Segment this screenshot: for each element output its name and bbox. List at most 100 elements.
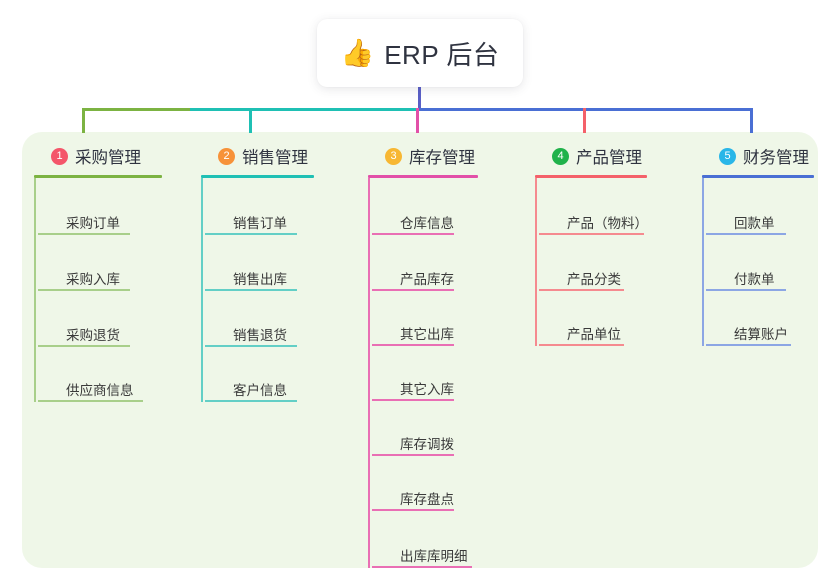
list-item-label: 库存盘点 <box>400 492 454 508</box>
connector-drop-2 <box>249 108 252 133</box>
list-item[interactable]: 供应商信息 <box>36 347 194 402</box>
list-item-rule <box>38 345 130 347</box>
branch-title-5: 财务管理 <box>743 149 809 167</box>
branch-spine-2 <box>201 178 203 402</box>
branch-title-4: 产品管理 <box>576 149 642 167</box>
branch-header-rule-4 <box>535 175 647 178</box>
list-item[interactable]: 库存调拨 <box>370 401 528 456</box>
branch-column-3: 3 库存管理 仓库信息 产品库存 其它出库 其它入库 库存调拨 库存盘点 <box>368 143 528 568</box>
list-item[interactable]: 产品分类 <box>537 235 695 291</box>
list-item[interactable]: 其它入库 <box>370 346 528 401</box>
branch-header-5[interactable]: 5 财务管理 <box>702 143 839 169</box>
list-item[interactable]: 产品（物料） <box>537 178 695 235</box>
branch-header-4[interactable]: 4 产品管理 <box>535 143 695 169</box>
connector-trunk-vertical <box>418 87 421 109</box>
list-item-rule <box>706 289 786 291</box>
diagram-background-panel <box>22 132 818 568</box>
list-item-label: 结算账户 <box>734 327 788 343</box>
branch-items-1: 采购订单 采购入库 采购退货 供应商信息 <box>34 178 194 402</box>
branch-column-5: 5 财务管理 回款单 付款单 结算账户 <box>702 143 839 346</box>
list-item[interactable]: 其它出库 <box>370 291 528 346</box>
branch-badge-1: 1 <box>51 147 68 165</box>
list-item-rule <box>372 454 454 456</box>
branch-column-1: 1 采购管理 采购订单 采购入库 采购退货 供应商信息 <box>34 143 194 402</box>
list-item[interactable]: 回款单 <box>704 178 839 235</box>
list-item-label: 其它入库 <box>400 382 454 398</box>
list-item-rule <box>205 233 297 235</box>
list-item-label: 付款单 <box>734 272 775 288</box>
branch-header-rule-3 <box>368 175 478 178</box>
branch-spine-5 <box>702 178 704 346</box>
list-item-rule <box>38 289 130 291</box>
list-item-label: 产品（物料） <box>567 216 648 232</box>
list-item-label: 销售出库 <box>233 272 287 288</box>
thumbs-up-icon: 👍 <box>340 37 375 69</box>
branch-header-3[interactable]: 3 库存管理 <box>368 143 528 169</box>
list-item-rule <box>38 400 143 402</box>
list-item[interactable]: 销售出库 <box>203 235 361 291</box>
list-item-rule <box>539 344 624 346</box>
root-node-title: ERP 后台 <box>384 39 500 70</box>
list-item-label: 仓库信息 <box>400 216 454 232</box>
list-item[interactable]: 销售订单 <box>203 178 361 235</box>
list-item-label: 产品库存 <box>400 272 454 288</box>
branch-column-4: 4 产品管理 产品（物料） 产品分类 产品单位 <box>535 143 695 346</box>
list-item-label: 销售订单 <box>233 216 287 232</box>
branch-badge-5: 5 <box>719 147 736 165</box>
list-item-rule <box>205 289 297 291</box>
branch-title-3: 库存管理 <box>409 149 475 167</box>
branch-header-rule-5 <box>702 175 814 178</box>
list-item-rule <box>539 289 624 291</box>
branch-spine-4 <box>535 178 537 346</box>
list-item-label: 回款单 <box>734 216 775 232</box>
connector-bar-segment-teal <box>190 108 420 111</box>
list-item[interactable]: 产品库存 <box>370 235 528 291</box>
connector-drop-4 <box>583 108 586 133</box>
list-item-label: 客户信息 <box>233 383 287 399</box>
list-item[interactable]: 结算账户 <box>704 291 839 346</box>
list-item[interactable]: 客户信息 <box>203 347 361 402</box>
list-item[interactable]: 销售退货 <box>203 291 361 347</box>
branch-spine-1 <box>34 178 36 402</box>
branch-column-2: 2 销售管理 销售订单 销售出库 销售退货 客户信息 <box>201 143 361 402</box>
list-item-rule <box>372 509 454 511</box>
connector-bar-segment-green <box>82 108 192 111</box>
connector-drop-3 <box>416 108 419 133</box>
list-item-label: 库存调拨 <box>400 437 454 453</box>
branch-header-2[interactable]: 2 销售管理 <box>201 143 361 169</box>
list-item-rule <box>706 344 791 346</box>
branch-header-1[interactable]: 1 采购管理 <box>34 143 194 169</box>
list-item[interactable]: 采购入库 <box>36 235 194 291</box>
branch-items-4: 产品（物料） 产品分类 产品单位 <box>535 178 695 346</box>
branch-header-rule-1 <box>34 175 162 178</box>
branch-items-3: 仓库信息 产品库存 其它出库 其它入库 库存调拨 库存盘点 出库库明细 <box>368 178 528 568</box>
list-item-rule <box>372 566 472 568</box>
list-item-label: 产品分类 <box>567 272 621 288</box>
branch-spine-3 <box>368 178 370 568</box>
list-item-rule <box>38 233 130 235</box>
list-item-rule <box>372 289 454 291</box>
list-item[interactable]: 采购退货 <box>36 291 194 347</box>
list-item-label: 其它出库 <box>400 327 454 343</box>
list-item[interactable]: 采购订单 <box>36 178 194 235</box>
connector-drop-5 <box>750 108 753 133</box>
list-item-label: 供应商信息 <box>66 383 134 399</box>
branch-badge-2: 2 <box>218 147 235 165</box>
root-node-erp-backend[interactable]: 👍 ERP 后台 <box>317 19 523 87</box>
list-item-rule <box>372 233 454 235</box>
list-item-rule <box>706 233 786 235</box>
branch-items-5: 回款单 付款单 结算账户 <box>702 178 839 346</box>
list-item[interactable]: 出库库明细 <box>370 511 528 568</box>
list-item[interactable]: 付款单 <box>704 235 839 291</box>
list-item-label: 产品单位 <box>567 327 621 343</box>
list-item[interactable]: 仓库信息 <box>370 178 528 235</box>
branch-header-rule-2 <box>201 175 314 178</box>
connector-drop-1 <box>82 108 85 133</box>
branch-badge-3: 3 <box>385 147 402 165</box>
list-item[interactable]: 库存盘点 <box>370 456 528 511</box>
list-item-rule <box>372 399 454 401</box>
branch-title-2: 销售管理 <box>242 149 308 167</box>
list-item[interactable]: 产品单位 <box>537 291 695 346</box>
list-item-label: 采购订单 <box>66 216 120 232</box>
list-item-rule <box>539 233 644 235</box>
